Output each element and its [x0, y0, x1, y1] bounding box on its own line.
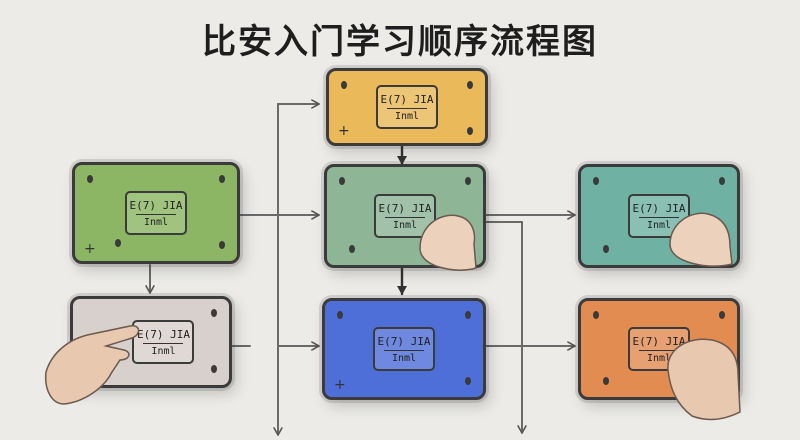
- node-label-box: E(7) JIA Inml: [628, 327, 690, 371]
- dot-decoration: [593, 177, 599, 185]
- arrow-n2-n6: [277, 214, 318, 346]
- flow-node-7[interactable]: E(7) JIA Inml: [578, 298, 740, 400]
- dot-decoration: [465, 177, 471, 185]
- node-label-box: E(7) JIA Inml: [374, 194, 436, 238]
- dot-decoration: [349, 245, 355, 253]
- flow-node-1[interactable]: E(7) JIA Inml +: [326, 68, 488, 146]
- node-label-box: E(7) JIA Inml: [628, 194, 690, 238]
- dot-decoration: [603, 245, 609, 253]
- node-label-bottom: Inml: [646, 352, 672, 364]
- node-label-rule: [385, 216, 425, 218]
- arrow-n2-n1: [237, 104, 318, 216]
- dot-decoration: [211, 365, 217, 373]
- plus-icon: +: [334, 377, 346, 393]
- node-label-bottom: Inml: [151, 345, 176, 357]
- node-label-box: E(7) JIA Inml: [373, 327, 435, 371]
- node-label-box: E(7) JIA Inml: [132, 320, 195, 364]
- dot-decoration: [341, 81, 347, 89]
- flow-node-2[interactable]: E(7) JIA Inml +: [72, 162, 240, 264]
- dot-decoration: [719, 177, 725, 185]
- flow-node-3[interactable]: E(7) JIA Inml: [324, 164, 486, 268]
- dot-decoration: [465, 311, 471, 319]
- node-label-rule: [143, 342, 184, 344]
- node-label-rule: [136, 213, 176, 215]
- dot-decoration: [211, 309, 217, 317]
- dot-decoration: [593, 311, 599, 319]
- flow-node-6[interactable]: E(7) JIA Inml +: [322, 298, 486, 400]
- node-label-rule: [387, 107, 427, 109]
- node-label-box: E(7) JIA Inml: [376, 85, 438, 129]
- dot-decoration: [219, 175, 225, 183]
- dot-decoration: [339, 177, 345, 185]
- node-label-bottom: Inml: [392, 219, 418, 231]
- dot-decoration: [219, 241, 225, 249]
- dot-decoration: [337, 311, 343, 319]
- node-label-top: E(7) JIA: [632, 334, 686, 348]
- node-label-box: E(7) JIA Inml: [125, 191, 187, 235]
- plus-icon: +: [84, 241, 96, 257]
- plus-icon: +: [338, 123, 350, 139]
- node-label-top: E(7) JIA: [136, 327, 190, 341]
- node-label-bottom: Inml: [646, 219, 672, 231]
- node-label-top: E(7) JIA: [378, 201, 432, 215]
- dot-decoration: [87, 175, 93, 183]
- node-label-bottom: Inml: [391, 352, 417, 364]
- dot-decoration: [115, 239, 121, 247]
- node-label-rule: [384, 349, 424, 351]
- node-label-rule: [639, 349, 679, 351]
- dot-decoration: [467, 81, 473, 89]
- flow-node-5[interactable]: E(7) JIA Inml: [70, 296, 232, 388]
- dot-decoration: [467, 127, 473, 135]
- node-label-top: E(7) JIA: [377, 334, 431, 348]
- flow-node-4[interactable]: E(7) JIA Inml: [578, 164, 740, 268]
- node-label-top: E(7) JIA: [129, 198, 183, 212]
- node-label-top: E(7) JIA: [632, 201, 686, 215]
- dot-decoration: [719, 311, 725, 319]
- node-label-bottom: Inml: [394, 110, 420, 122]
- dot-decoration: [603, 377, 609, 385]
- node-label-bottom: Inml: [143, 216, 169, 228]
- arrow-right-branch: [483, 221, 522, 432]
- page-title: 比安入门学习顺序流程图: [202, 22, 598, 62]
- node-label-rule: [639, 216, 679, 218]
- node-label-top: E(7) JIA: [380, 92, 434, 106]
- dot-decoration: [465, 377, 471, 385]
